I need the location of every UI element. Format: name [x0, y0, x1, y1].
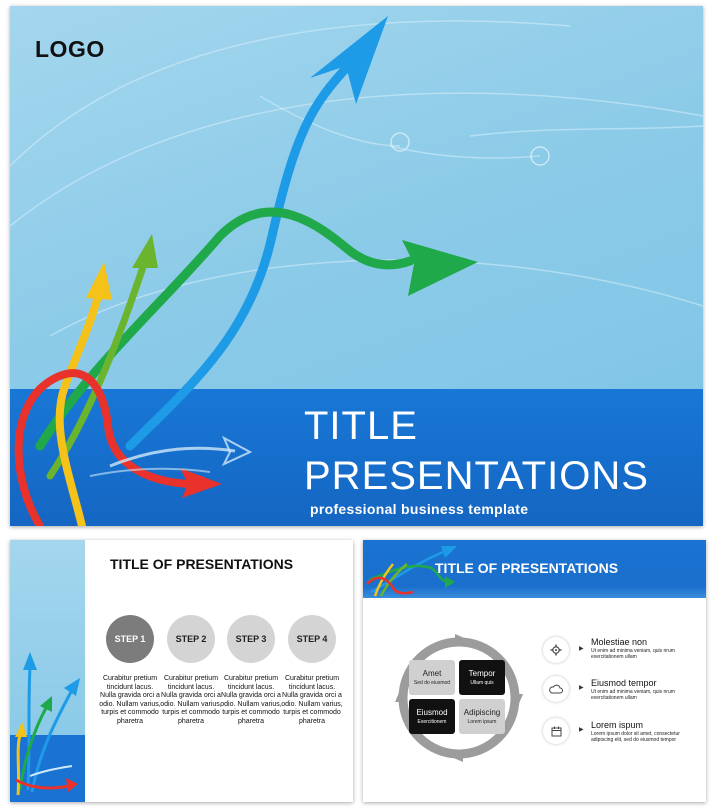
gear-icon — [543, 637, 569, 663]
cycle-title: TITLE OF PRESENTATIONS — [435, 560, 619, 576]
feature-1-bullet-icon: ▶ — [579, 646, 584, 652]
green-arrow-head — [402, 240, 478, 296]
step-1-circle: STEP 1 — [106, 615, 154, 663]
feature-3-title: Lorem ispum — [591, 720, 644, 730]
arrows-illustration — [10, 16, 703, 526]
blue-arrow-head — [310, 16, 388, 104]
header-arrows-illustration — [366, 546, 457, 597]
steps-title: TITLE OF PRESENTATIONS — [110, 556, 294, 572]
feature-2-title: Eiusmod tempor — [591, 678, 657, 688]
yellow-arrow-head — [86, 262, 112, 300]
cloud-icon — [543, 676, 569, 702]
title-slide: LOGO TITLE PRESENTATIONS professional bu… — [10, 6, 703, 526]
red-arrow-head — [180, 468, 222, 498]
step-4-circle: STEP 4 — [288, 615, 336, 663]
red-arrow-shaft — [14, 369, 194, 526]
step-1-text: Curabitur pretium tincidunt lacus. Nulla… — [99, 675, 161, 725]
feature-2-text: Ut enim ad minima veniam, quis nrum exer… — [591, 689, 675, 701]
subtitle: professional business template — [310, 501, 529, 517]
step-2-circle: STEP 2 — [167, 615, 215, 663]
step-2-text: Curabitur pretium tincidunt lacus. Nulla… — [160, 675, 222, 725]
cycle-header — [363, 540, 706, 598]
yellow-arrow-shaft — [55, 292, 102, 526]
step-4-text: Curabitur pretium tincidunt lacus. Nulla… — [281, 675, 343, 725]
feature-3-bullet-icon: ▶ — [579, 727, 584, 733]
blue-arrow-shaft — [125, 59, 355, 451]
feature-2-bullet-icon: ▶ — [579, 685, 584, 691]
logo-text: LOGO — [35, 36, 105, 62]
title-line-2: PRESENTATIONS — [304, 454, 649, 498]
side-panel — [10, 540, 85, 802]
side-arrows-illustration — [15, 652, 80, 796]
feature-1-text: Ut enim ad minima veniam, quis nrum exer… — [591, 648, 675, 660]
title-line-1: TITLE — [304, 404, 418, 448]
steps-slide: TITLE OF PRESENTATIONS STEP 1 STEP 2 STE… — [10, 540, 353, 802]
lime-arrow-head — [132, 234, 158, 268]
calendar-icon — [543, 718, 569, 744]
step-3-circle: STEP 3 — [227, 615, 275, 663]
feature-1-title: Molestiae non — [591, 637, 648, 647]
step-3-text: Curabitur pretium tincidunt lacus. Nulla… — [220, 675, 282, 725]
cycle-diagram — [395, 634, 523, 762]
feature-3-text: Lorem ipsum dolor sit amet, consectetur … — [591, 731, 680, 743]
